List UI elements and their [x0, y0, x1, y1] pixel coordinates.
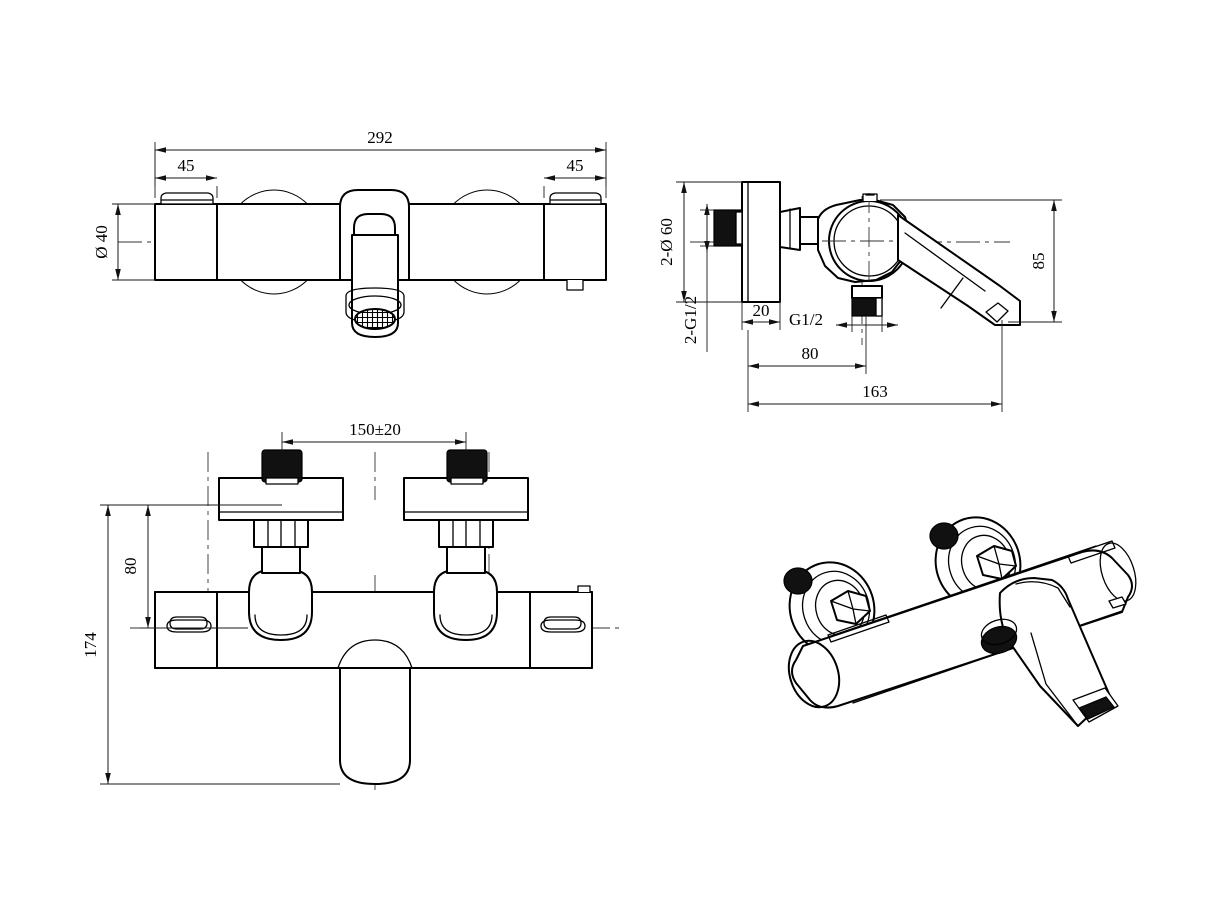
view-plan: 150±20 80 174	[81, 420, 620, 790]
dim-inlet-centres: 150±20	[281, 420, 467, 452]
dim-label-80-side: 80	[802, 344, 819, 363]
dim-label-85: 85	[1029, 253, 1048, 270]
dim-wall-offset: 20	[741, 250, 781, 330]
view-front-elevation: 292 45 45 Ø 40	[92, 128, 612, 338]
dim-plan-overall-depth: 174	[81, 504, 340, 785]
dim-plan-centre-offset: 80	[121, 504, 282, 629]
dim-label-45-left: 45	[178, 156, 195, 175]
dim-inlet-escutcheon-diameter: 2-Ø 60	[657, 181, 742, 303]
dim-right-handle-width: 45	[543, 150, 607, 198]
dim-outlet-thread: G1/2	[789, 310, 898, 332]
dim-label-2dia60: 2-Ø 60	[657, 218, 676, 266]
dim-label-174: 174	[81, 632, 100, 658]
dim-spout-offset: 80	[747, 316, 867, 374]
dim-inlet-thread: 2-G1/2	[681, 204, 714, 352]
dim-label-20: 20	[753, 301, 770, 320]
dim-left-handle-width: 45	[154, 150, 218, 198]
view-side-elevation: 2-Ø 60 2-G1/2 20 G1/2	[657, 181, 1062, 412]
view-isometric	[783, 516, 1137, 727]
dim-label-80-plan: 80	[121, 558, 140, 575]
dim-body-diameter: Ø 40	[92, 203, 155, 281]
dim-label-dia40: Ø 40	[92, 225, 111, 259]
dim-label-g12: G1/2	[789, 310, 823, 329]
dim-label-45-right: 45	[567, 156, 584, 175]
dim-label-2g12: 2-G1/2	[681, 296, 700, 344]
dim-label-292: 292	[367, 128, 393, 147]
dim-label-163: 163	[862, 382, 888, 401]
dim-overall-height: 85	[880, 199, 1062, 323]
dim-overall-projection: 163	[747, 320, 1003, 412]
dim-label-150pm20: 150±20	[349, 420, 401, 439]
